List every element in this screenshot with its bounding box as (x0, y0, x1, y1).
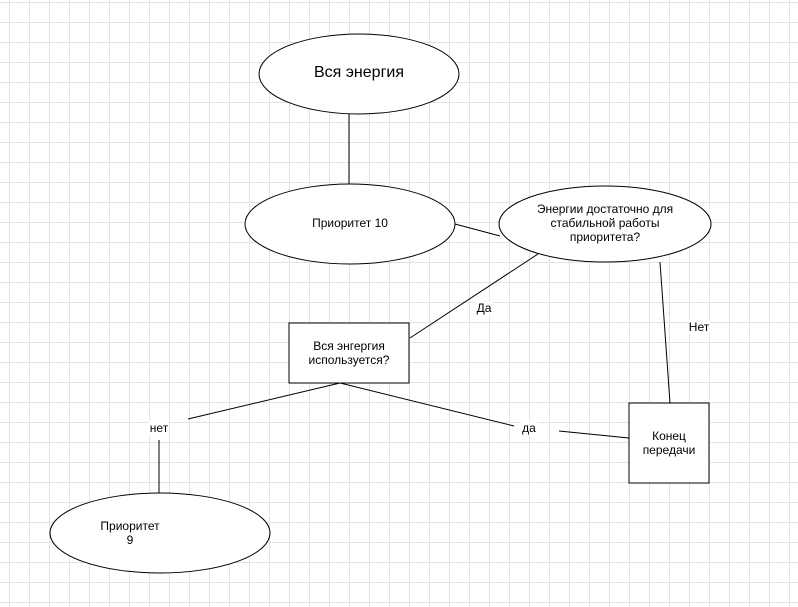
edge-label-yes-2: да (521, 421, 537, 435)
node-all-energy-shape[interactable] (258, 33, 460, 115)
node-energy-used-shape[interactable] (288, 322, 410, 384)
edge-energy-used-to-priority-9-a[interactable] (187, 382, 341, 420)
edge-energy-check-to-energy-used[interactable] (409, 253, 539, 339)
edge-energy-used-to-end-transfer-a[interactable] (339, 382, 515, 427)
edge-label-yes-1: Да (475, 301, 493, 315)
edge-energy-used-to-end-transfer-b[interactable] (558, 430, 630, 439)
edge-label-no-1: Нет (687, 320, 711, 334)
edge-label-no-2: нет (148, 421, 170, 435)
node-energy-check-shape[interactable] (498, 185, 712, 263)
edge-energy-check-to-end-transfer[interactable] (659, 261, 671, 404)
node-priority-10-shape[interactable] (244, 183, 456, 265)
node-priority-9-shape[interactable] (49, 492, 271, 574)
edge-priority-10-to-energy-check[interactable] (454, 223, 501, 237)
node-end-transfer-shape[interactable] (628, 402, 710, 484)
